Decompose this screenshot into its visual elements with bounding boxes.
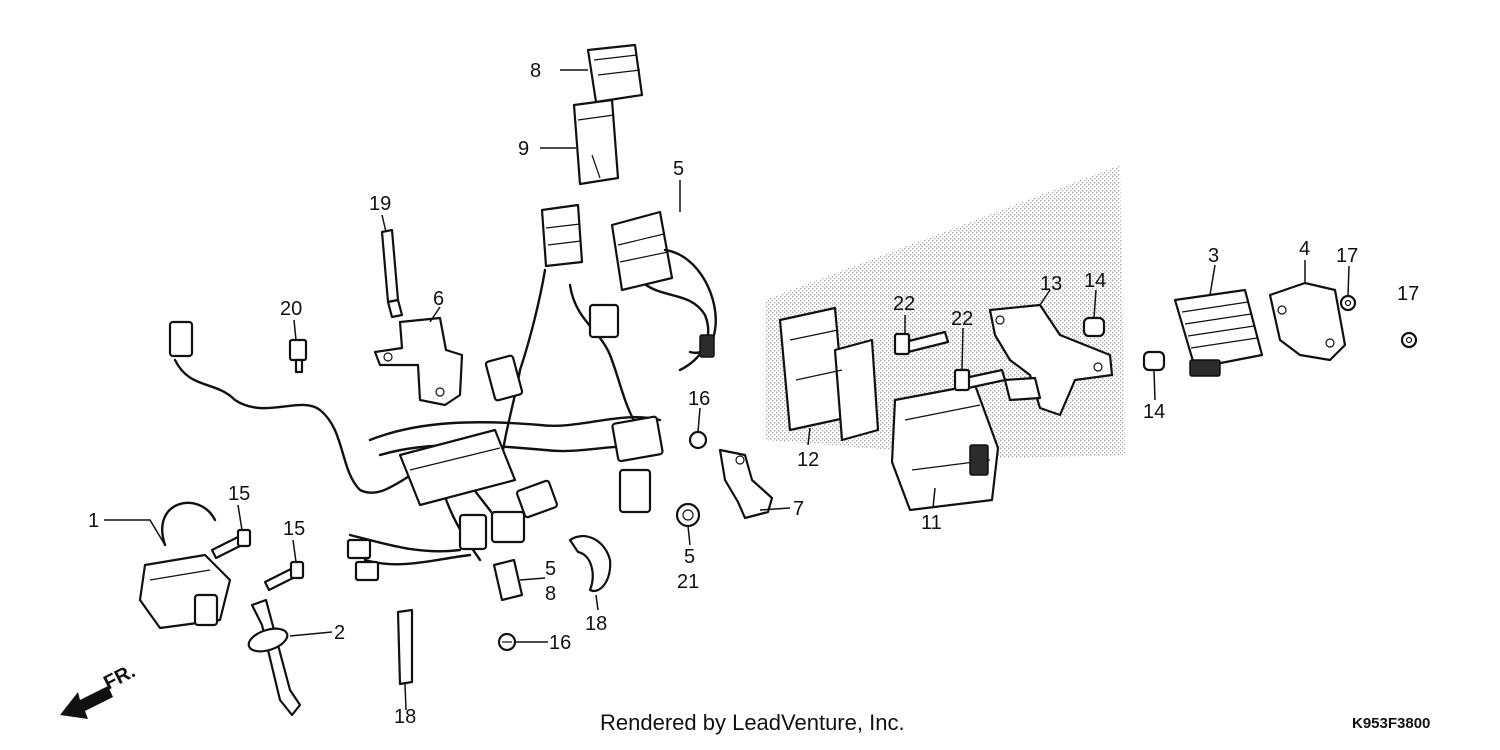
callout-22-lower: 22 <box>951 308 973 330</box>
callout-18-lower: 18 <box>394 706 416 728</box>
connector-cap-10[interactable] <box>586 43 644 104</box>
diagram-code: K953F3800 <box>1352 715 1431 732</box>
sensor-19[interactable] <box>380 228 404 319</box>
control-unit-11[interactable] <box>890 383 1000 512</box>
callout-16-upper: 16 <box>688 388 710 410</box>
collar-14-lower[interactable] <box>1142 350 1166 372</box>
callout-14-upper: 14 <box>1084 270 1106 292</box>
callout-6: 6 <box>433 288 444 310</box>
leader-lines <box>104 69 1350 711</box>
callout-20: 20 <box>280 298 302 320</box>
bolt-15-lower[interactable] <box>263 560 305 592</box>
bracket-6[interactable] <box>373 316 464 407</box>
nut-17-right[interactable] <box>1400 331 1418 349</box>
ignition-coil-1[interactable] <box>138 501 232 630</box>
switch-20[interactable] <box>288 338 308 374</box>
front-direction-arrow: FR. <box>60 660 139 719</box>
module-12[interactable] <box>778 306 880 442</box>
callout-22-upper: 22 <box>893 293 915 315</box>
clamp-18-lower[interactable] <box>396 608 414 686</box>
callout-8: 8 <box>545 583 556 605</box>
callout-labels: 8 9 5 19 6 20 1 2 15 15 16 7 5 21 5 8 18… <box>88 60 1419 728</box>
callout-15-lower: 15 <box>283 518 305 540</box>
callout-9: 9 <box>518 138 529 160</box>
collar-14-upper[interactable] <box>1082 316 1106 338</box>
plate-4[interactable] <box>1268 281 1347 362</box>
nut-17-left[interactable] <box>1339 294 1357 312</box>
callout-21: 21 <box>677 571 699 593</box>
clamp-18-right[interactable] <box>568 534 612 593</box>
callout-3: 3 <box>1208 245 1219 267</box>
callout-4: 4 <box>1299 238 1310 260</box>
callout-19: 19 <box>369 193 391 215</box>
screw-16-upper[interactable] <box>688 430 708 450</box>
bracket-13[interactable] <box>988 303 1114 417</box>
callout-5-top: 5 <box>673 158 684 180</box>
callout-15-upper: 15 <box>228 483 250 505</box>
callout-5-mid: 5 <box>684 546 695 568</box>
wire-harness[interactable] <box>168 203 717 582</box>
render-credit: Rendered by LeadVenture, Inc. <box>600 710 905 735</box>
callout-18-right: 18 <box>585 613 607 635</box>
callout-2: 2 <box>334 622 345 644</box>
band-8[interactable] <box>492 558 524 602</box>
regulator-rectifier-3[interactable] <box>1173 288 1264 377</box>
arrow-left-icon <box>60 686 113 719</box>
callout-5-lower: 5 <box>545 558 556 580</box>
grommet-21[interactable] <box>675 502 701 528</box>
callout-11: 11 <box>921 512 942 534</box>
callout-10: 8 <box>530 60 541 82</box>
callout-12: 12 <box>797 449 819 471</box>
spark-plug-cap-2[interactable] <box>246 598 302 717</box>
callout-17-left: 17 <box>1336 245 1358 267</box>
bolt-15-upper[interactable] <box>210 528 252 560</box>
callout-1: 1 <box>88 510 99 532</box>
callout-16-lower: 16 <box>549 632 571 654</box>
relay-9[interactable] <box>572 98 620 186</box>
callout-13: 13 <box>1040 273 1062 295</box>
callout-7: 7 <box>793 498 804 520</box>
callout-14-lower: 14 <box>1143 401 1165 423</box>
callout-17-right: 17 <box>1397 283 1419 305</box>
screw-16-lower[interactable] <box>497 632 517 652</box>
bolt-22-upper[interactable] <box>893 330 950 356</box>
stay-7[interactable] <box>718 448 774 520</box>
